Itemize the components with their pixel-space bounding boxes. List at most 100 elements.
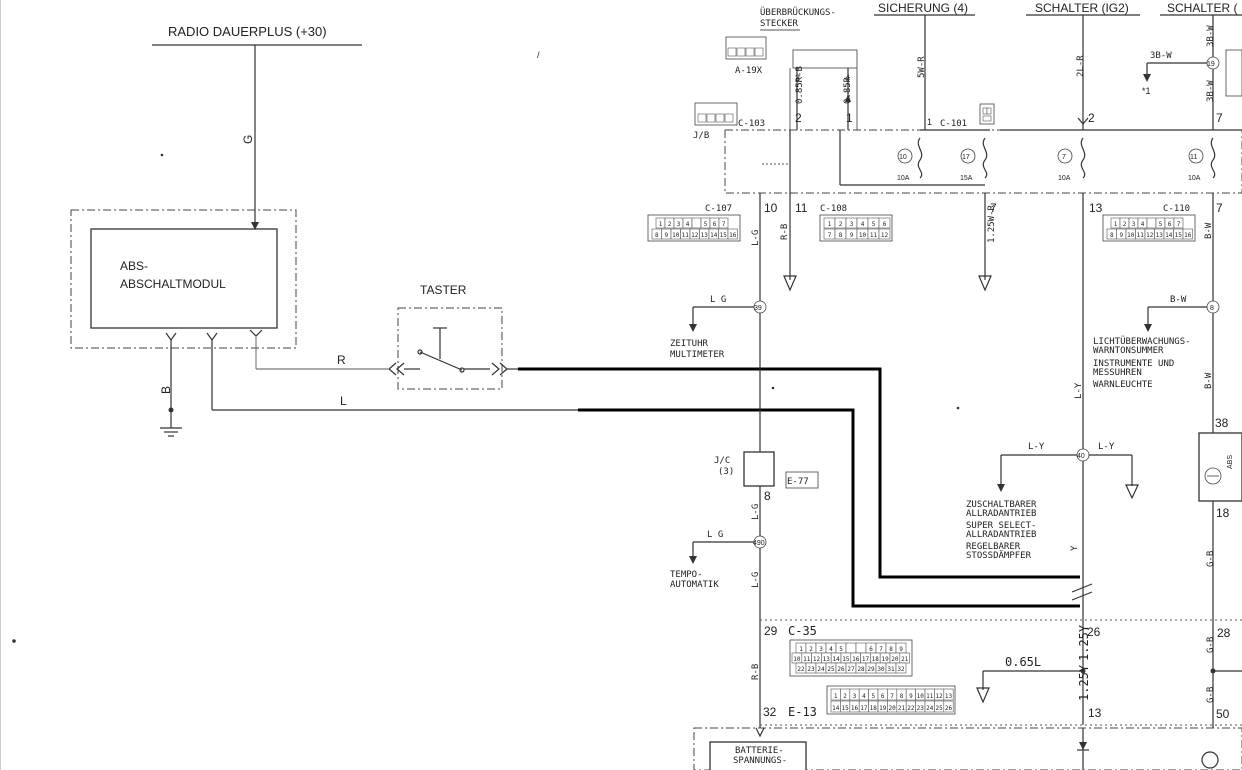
c35-pin-number: 1 <box>799 646 803 653</box>
e13-pin-number: 24 <box>926 705 934 712</box>
c107-pin-number: 14 <box>710 232 718 239</box>
wire-code-lg-top: L G <box>710 295 726 305</box>
zuschalt-label-1: ZUSCHALTBARER <box>966 500 1037 510</box>
c107-pin-number: 7 <box>722 221 726 228</box>
connector-c35: C-35 <box>788 624 817 638</box>
wire-code-3bw-a: 3B-W <box>1206 25 1216 47</box>
pin-50: 50 <box>1216 707 1230 721</box>
wire-code-5wr: 5W-R <box>917 56 927 78</box>
wire-code-lg-v2: L-G <box>751 504 761 520</box>
pin-2-ig2: 2 <box>1088 111 1095 125</box>
e13-pin-number: 8 <box>900 693 904 700</box>
e13-pin-number: 20 <box>888 705 896 712</box>
pin-8-jc: 8 <box>764 489 771 503</box>
e13-pin-number: 12 <box>935 693 943 700</box>
wire-code-125y-1: 1.25Y <box>1077 624 1091 661</box>
e13-pin-number: 26 <box>945 705 953 712</box>
c110-pin-number: 1 <box>1114 221 1118 228</box>
c110-pin-number: 7 <box>1177 221 1181 228</box>
pin-13-bottom: 13 <box>1088 706 1102 720</box>
fuse-7-num: 7 <box>1062 154 1066 161</box>
wire-code-ly-h1: L-Y <box>1028 442 1045 452</box>
e13-pin-number: 18 <box>870 705 878 712</box>
junction-block-group: M J/B C-103 2 1 <box>693 102 1242 194</box>
wire-code-gb-3: G-B <box>1206 687 1216 703</box>
c110-pin-number: 12 <box>1146 232 1154 239</box>
c108-pin-number: 9 <box>850 232 854 239</box>
wire-code-rb-v2: R-B <box>751 664 761 680</box>
c108-pin-number: 12 <box>881 232 889 239</box>
c35-pin-number: 7 <box>879 646 883 653</box>
wire-code-bw-v3: B-W <box>1204 222 1214 239</box>
pin-1-c103: 1 <box>846 111 853 125</box>
e13-pin-number: 22 <box>907 705 915 712</box>
fuse-17-amp: 15A <box>960 175 973 182</box>
connector-c101: C-101 <box>940 119 967 129</box>
radio-dauerplus-group: RADIO DAUERPLUS (+30) G <box>152 24 362 230</box>
junction-40: 40 <box>1077 453 1085 460</box>
c110-pin-number: 5 <box>1159 221 1163 228</box>
e13-pin-number: 14 <box>832 705 840 712</box>
batterie-label-1: BATTERIE- <box>735 746 784 756</box>
wire-code-3bw-top: 3B-W <box>1150 51 1172 61</box>
licht-label-1: LICHTÜBERWACHUNGS- <box>1093 336 1191 347</box>
zuschalt-label-2: ALLRADANTRIEB <box>966 509 1036 519</box>
c110-pin-number: 4 <box>1141 221 1145 228</box>
connector-c110: C-110 <box>1163 204 1190 214</box>
schalter-right-group: SCHALTER ( 3B-W 19 3B-W *1 3B-W 7 <box>1142 1 1242 130</box>
wire-code-3bw-b: 3B-W <box>1206 80 1216 102</box>
c107-pin-number: 2 <box>668 221 672 228</box>
e13-pin-number: 11 <box>926 693 934 700</box>
e13-pin-number: 19 <box>879 705 887 712</box>
c110-pin-number: 15 <box>1175 232 1183 239</box>
taster-group: TASTER <box>388 283 518 390</box>
c110-pin-number: 13 <box>1156 232 1164 239</box>
wire-rb-vertical: 11 R-B <box>780 193 808 292</box>
e13-pin-number: 4 <box>862 693 866 700</box>
fuse-11: 11 10A <box>1188 137 1216 182</box>
e13-pin-number: 5 <box>871 693 875 700</box>
super-label-2: ALLRADANTRIEB <box>966 530 1036 540</box>
pin-13-c110: 13 <box>1089 201 1103 215</box>
sicherung-group: SICHERUNG (4) 5W-R 1 C-101 <box>874 1 995 130</box>
junction-39: 39 <box>754 305 762 312</box>
wire-code-ly-h2: L-Y <box>1098 442 1115 452</box>
c35-pin-number: 16 <box>852 656 860 663</box>
schalter-ig2-label: SCHALTER (IG2) <box>1035 1 1129 15</box>
pin-29: 29 <box>764 624 778 638</box>
c108-cell <box>878 217 891 229</box>
junction-19: 19 <box>1207 61 1215 68</box>
zeituhr-branch: 39 L G ZEITUHR MULTIMETER <box>670 295 767 360</box>
wire-code-r: R <box>337 353 346 367</box>
licht-label-2: WARNTONSUMMER <box>1093 346 1164 356</box>
c108-pin-number: 10 <box>859 232 867 239</box>
fuse-10-num: 10 <box>899 154 907 161</box>
c110-pin-number: 3 <box>1132 221 1136 228</box>
wire-code-lg-v1: L-G <box>751 230 761 246</box>
c35-pin-number: 31 <box>887 666 895 673</box>
wire-code-065l: 0.65L <box>1005 655 1041 669</box>
c35-cell <box>845 642 857 654</box>
added-bold-wires <box>518 367 1080 608</box>
c107-pin-number: 15 <box>720 232 728 239</box>
star-1: *1 <box>1142 86 1151 96</box>
e13-pin-number: 16 <box>851 705 859 712</box>
e13-pin-number: 15 <box>841 705 849 712</box>
tempo-label: TEMPO- <box>670 570 703 580</box>
c35-pin-number: 2 <box>809 646 813 653</box>
c110-pin-number: 14 <box>1165 232 1173 239</box>
e13-pin-number: 23 <box>917 705 925 712</box>
c108-pin-number: 3 <box>850 221 854 228</box>
c35-pin-number: 18 <box>872 656 880 663</box>
fuse-11-num: 11 <box>1190 154 1197 161</box>
c35-pin-number: 17 <box>862 656 870 663</box>
tempo-branch: 490 L G TEMPO- AUTOMATIK L-G <box>670 530 767 590</box>
e13-pin-number: 17 <box>860 705 868 712</box>
automatik-label: AUTOMATIK <box>670 580 719 590</box>
e13-cell <box>943 688 954 701</box>
c110-pin-number: 6 <box>1168 221 1172 228</box>
c35-pin-number: 28 <box>857 666 865 673</box>
connector-c103: C-103 <box>738 119 765 129</box>
